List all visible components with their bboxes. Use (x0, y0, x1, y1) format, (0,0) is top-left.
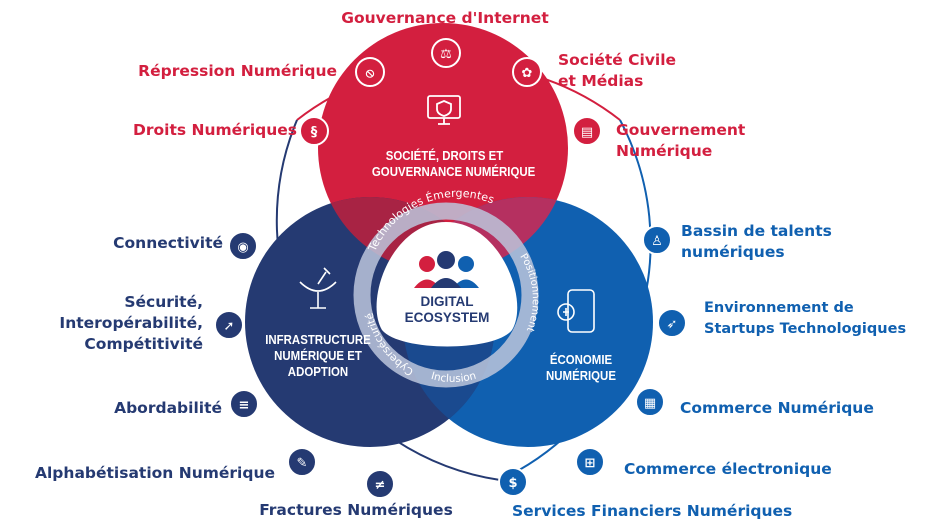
ring-label-bottom-text: Inclusion (430, 370, 478, 385)
label-repression-numerique: Répression Numérique (90, 61, 337, 82)
label-societe-civile: Société Civile et Médias (558, 50, 676, 92)
label-gouvernement-numerique-line1: Gouvernement (616, 121, 746, 139)
label-services-financiers: Services Financiers Numériques (512, 501, 792, 522)
e-government-icon: ▤ (572, 116, 602, 146)
label-alphabetisation-numerique-text: Alphabétisation Numérique (35, 464, 275, 482)
label-connectivite: Connectivité (60, 233, 223, 254)
label-commerce-numerique-text: Commerce Numérique (680, 399, 874, 417)
svg-text:➚: ➚ (224, 319, 235, 334)
digital-rights-icon: § (299, 116, 329, 146)
infrastructure-title-line1: INFRASTRUCTURE (265, 332, 371, 347)
label-droits-numeriques: Droits Numériques (70, 120, 297, 141)
governance-icon: ⚖ (431, 38, 461, 68)
label-securite-line1: Sécurité, (124, 293, 203, 311)
label-bassin-talents: Bassin de talents numériques (681, 221, 832, 263)
label-securite-line3: Compétitivité (84, 335, 203, 353)
svg-text:⚖: ⚖ (440, 47, 452, 62)
svg-text:✎: ✎ (297, 456, 308, 471)
mobile-payment-icon (557, 289, 595, 333)
rocket-icon: ➶ (657, 308, 687, 338)
satellite-dish-icon (299, 267, 337, 309)
label-gouvernance-internet: Gouvernance d'Internet (320, 8, 570, 29)
talent-icon: ♙ (642, 225, 672, 255)
label-repression-numerique-text: Répression Numérique (138, 62, 337, 80)
svg-text:▦: ▦ (644, 396, 656, 411)
label-startups-line1: Environnement de (704, 300, 854, 316)
monitor-shield-icon (427, 95, 461, 125)
society-circle-title: SOCIÉTÉ, DROITS ET GOUVERNANCE NUMÉRIQUE (371, 148, 536, 180)
label-abordabilite: Abordabilité (60, 398, 222, 419)
label-startups-line2: Startups Technologiques (704, 321, 907, 337)
label-gouvernement-numerique-line2: Numérique (616, 142, 713, 160)
people-group-icon (414, 251, 479, 288)
digital-trade-icon: ▦ (635, 387, 665, 417)
infrastructure-title-line2: NUMÉRIQUE ET (274, 348, 362, 363)
svg-text:⦸: ⦸ (366, 66, 375, 81)
label-startups: Environnement de Startups Technologiques (704, 298, 906, 340)
label-abordabilite-text: Abordabilité (114, 399, 222, 417)
label-alphabetisation-numerique: Alphabétisation Numérique (4, 463, 275, 484)
cross-cutting-ring (353, 202, 539, 388)
ecommerce-icon: ⊞ (575, 447, 605, 477)
svg-text:$: $ (508, 476, 517, 491)
svg-text:♙: ♙ (651, 234, 663, 249)
prohibited-icon: ⦸ (355, 57, 385, 87)
economy-title-line2: NUMÉRIQUE (546, 368, 616, 383)
coins-icon: ≡ (229, 389, 259, 419)
svg-text:▤: ▤ (581, 125, 593, 140)
infrastructure-title-line3: ADOPTION (287, 364, 349, 379)
economy-title-line1: ÉCONOMIE (549, 352, 613, 367)
label-services-financiers-text: Services Financiers Numériques (512, 502, 793, 520)
label-droits-numeriques-text: Droits Numériques (133, 121, 297, 139)
svg-text:◉: ◉ (237, 240, 248, 255)
label-securite: Sécurité, Interopérabilité, Compétitivit… (10, 292, 203, 355)
label-commerce-electronique: Commerce électronique (624, 459, 832, 480)
cursor-icon: ➚ (214, 310, 244, 340)
wifi-icon: ◉ (228, 231, 258, 261)
financial-services-icon: $ (498, 467, 528, 497)
infrastructure-circle-title: INFRASTRUCTURE NUMÉRIQUE ET ADOPTION (265, 332, 371, 380)
literacy-icon: ✎ (287, 447, 317, 477)
society-title-line1: SOCIÉTÉ, DROITS ET (385, 148, 504, 163)
ring-label-bottom: Inclusion (430, 370, 478, 385)
svg-text:§: § (311, 125, 318, 140)
svg-text:≡: ≡ (239, 398, 250, 413)
label-connectivite-text: Connectivité (113, 234, 223, 252)
economy-circle-title: ÉCONOMIE NUMÉRIQUE (541, 352, 622, 384)
center-title-line1: DIGITAL (421, 294, 474, 309)
svg-text:⊞: ⊞ (585, 456, 596, 471)
label-gouvernance-internet-text: Gouvernance d'Internet (341, 9, 549, 27)
label-societe-civile-line1: Société Civile (558, 51, 677, 69)
center-title-line2: ECOSYSTEM (405, 310, 490, 325)
label-fractures-numeriques: Fractures Numériques (236, 500, 476, 521)
label-fractures-numeriques-text: Fractures Numériques (259, 501, 453, 519)
civil-society-icon: ✿ (512, 57, 542, 87)
label-societe-civile-line2: et Médias (558, 72, 644, 90)
label-commerce-numerique: Commerce Numérique (680, 398, 874, 419)
not-equal-icon: ≠ (365, 469, 395, 499)
svg-text:➶: ➶ (667, 317, 678, 332)
label-bassin-talents-line1: Bassin de talents (681, 222, 832, 240)
label-commerce-electronique-text: Commerce électronique (624, 460, 832, 478)
label-gouvernement-numerique: Gouvernement Numérique (616, 120, 745, 162)
svg-text:✿: ✿ (522, 66, 533, 81)
label-securite-line2: Interopérabilité, (59, 314, 203, 332)
label-bassin-talents-line2: numériques (681, 243, 785, 261)
svg-text:≠: ≠ (375, 478, 386, 493)
society-title-line2: GOUVERNANCE NUMÉRIQUE (371, 164, 536, 179)
